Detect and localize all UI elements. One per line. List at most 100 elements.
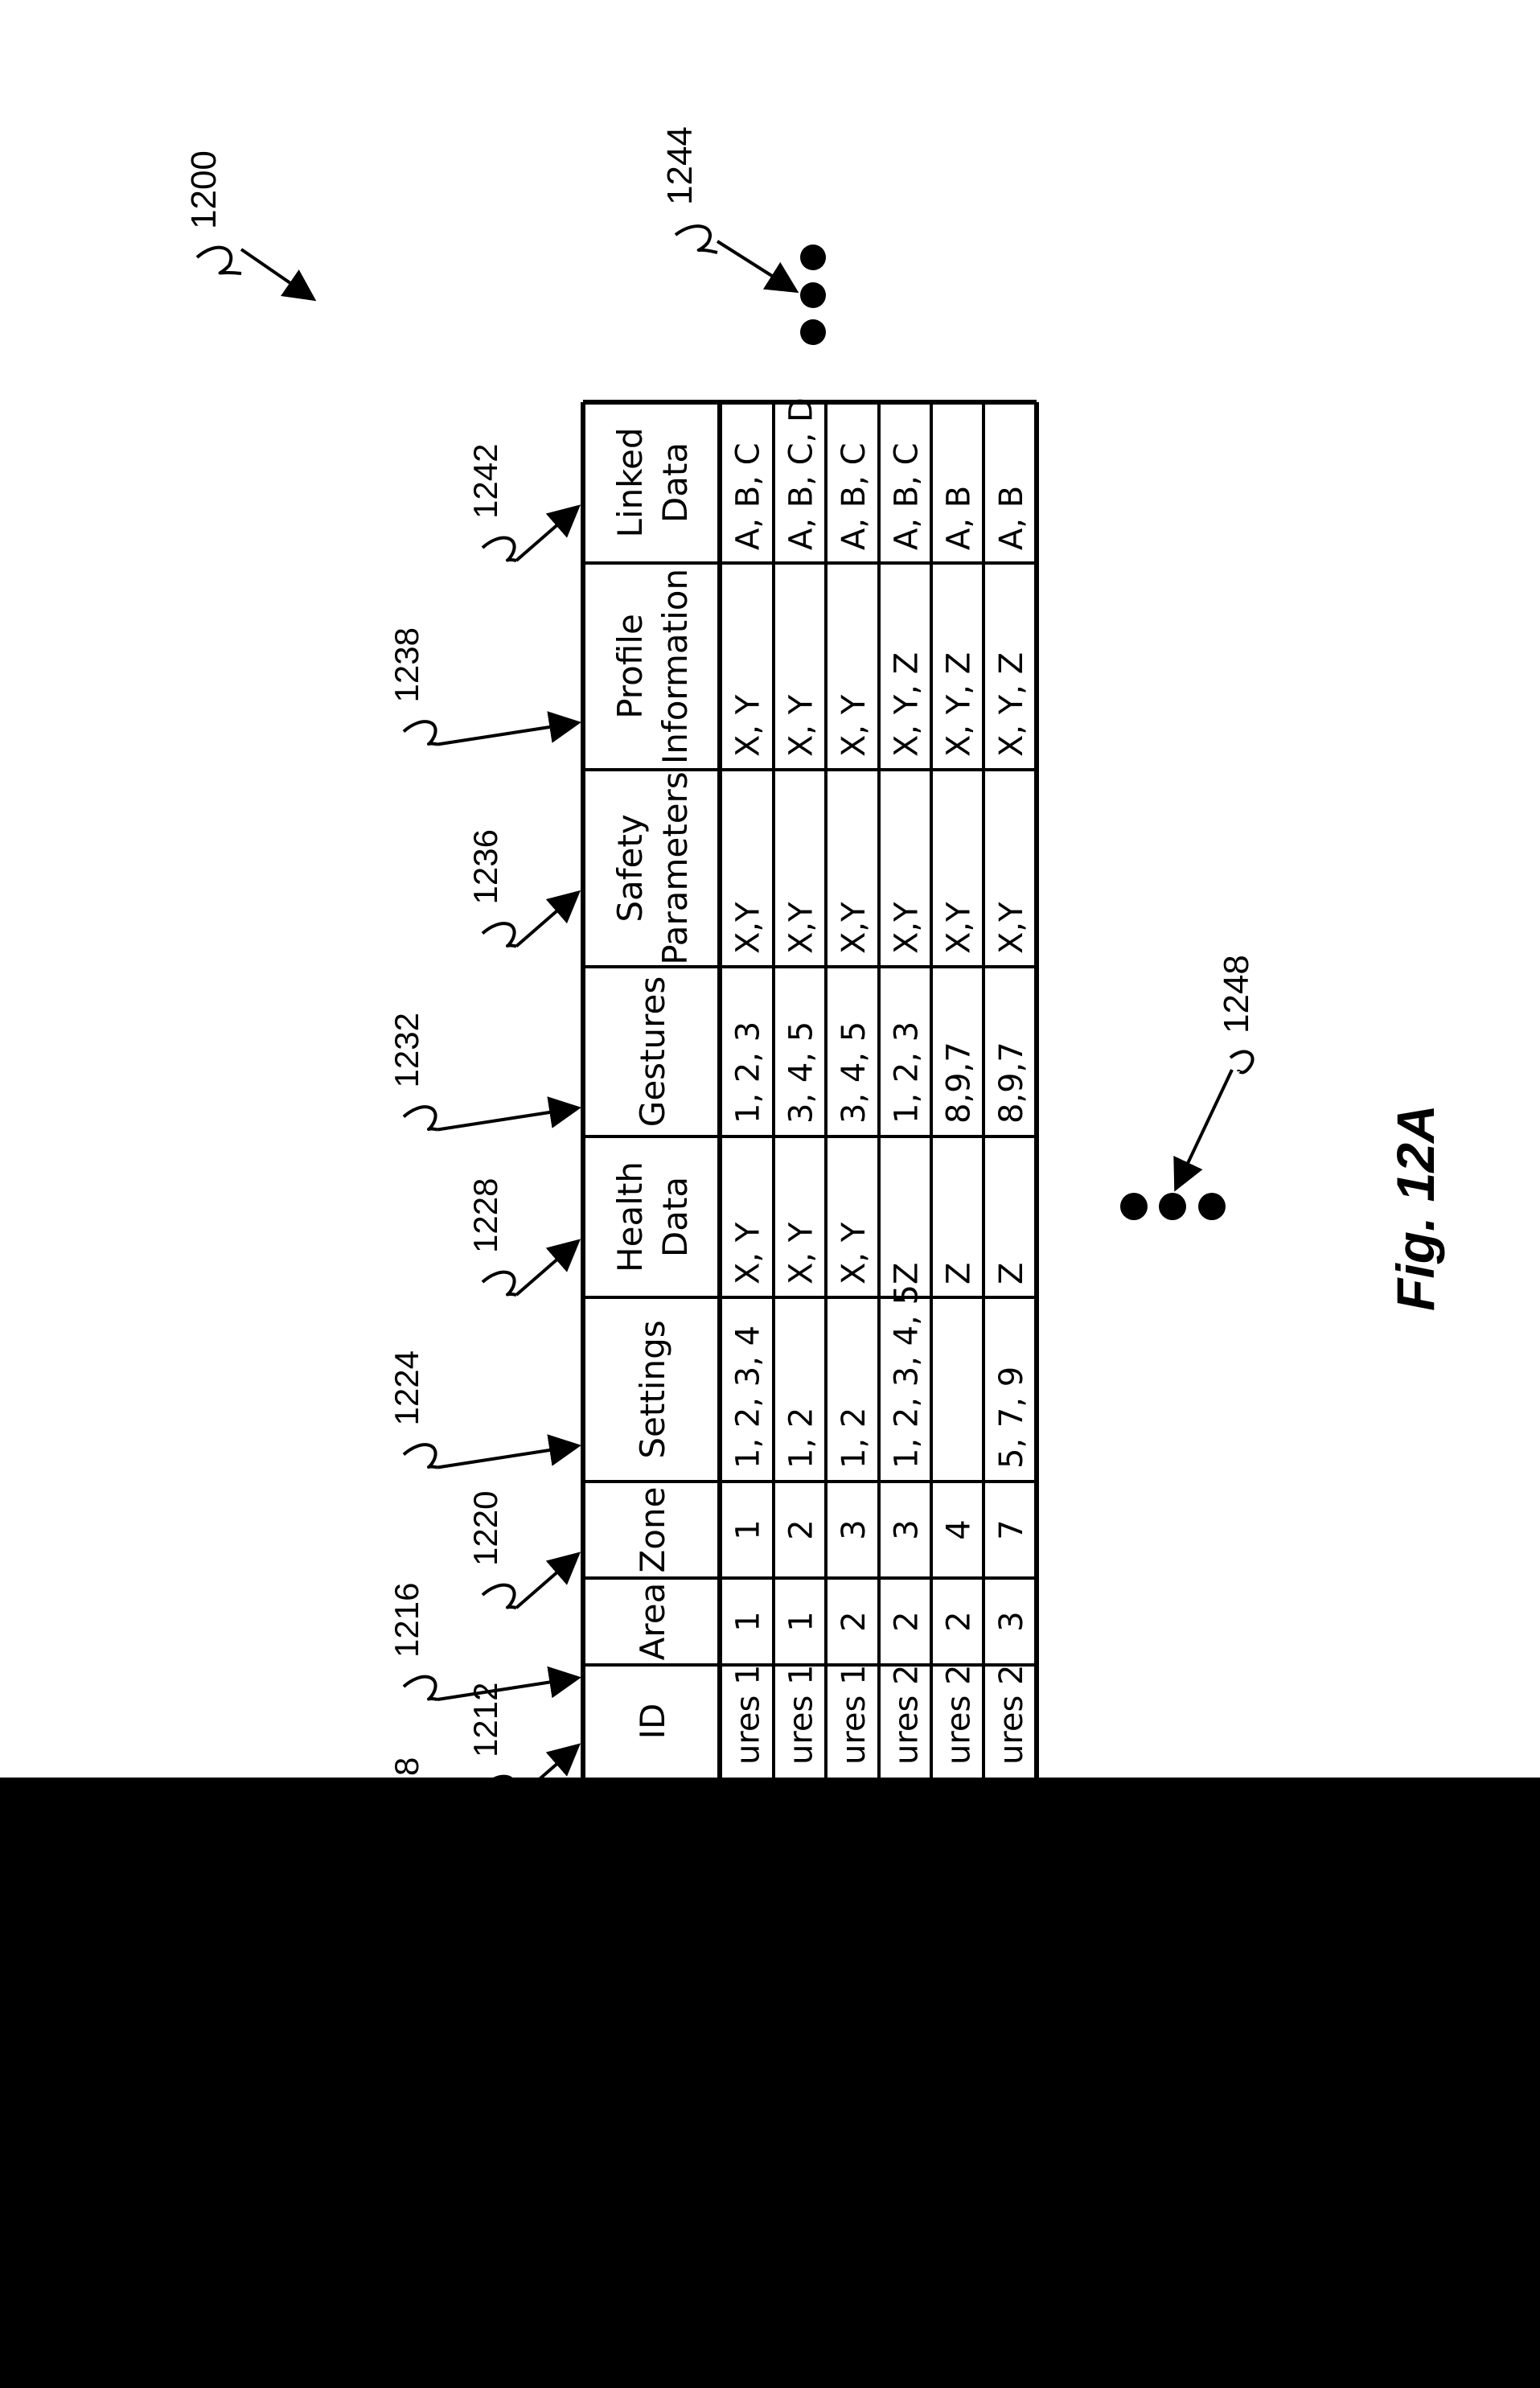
ref-leader <box>481 1583 517 1609</box>
column-header: Information <box>655 569 695 764</box>
table-cell: X,Y <box>941 902 978 954</box>
ref-leader <box>402 720 438 746</box>
column-header: Settings <box>633 1320 672 1458</box>
truncated-ref-label: 8 <box>388 1757 425 1776</box>
ref-leader <box>481 1270 517 1297</box>
table-cell: 1, 2 <box>836 1408 873 1469</box>
column-header: Gestures <box>633 976 672 1127</box>
column-ref-label: 1236 <box>466 829 504 904</box>
ref-arrow <box>437 1666 581 1701</box>
ref-leader <box>481 922 517 948</box>
table-cell: 8,9,7 <box>941 1042 978 1124</box>
table-cell: ures 2 <box>941 1664 978 1765</box>
ref-arrow <box>515 1239 581 1297</box>
figure-ref-leader <box>195 245 242 275</box>
column-ref-label: 1220 <box>466 1491 504 1566</box>
figure-label: Fig. 12A <box>1386 1104 1445 1311</box>
more-columns-leader <box>674 224 718 254</box>
more-rows-indicator: 1248 <box>1120 955 1256 1220</box>
table-cell: A, B <box>993 486 1030 550</box>
ellipsis-dot <box>1159 1193 1186 1220</box>
table-cell: A, B, C <box>889 442 926 550</box>
ref-arrow <box>515 890 581 948</box>
table-cell: 1 <box>730 1519 767 1539</box>
column-ref-label: 1228 <box>466 1178 504 1253</box>
ref-arrow <box>437 1096 581 1132</box>
table-cell: X,Y <box>993 902 1030 954</box>
ellipsis-dot <box>1198 1193 1226 1220</box>
table-cell: 7 <box>993 1519 1030 1539</box>
ref-leader <box>402 1675 438 1701</box>
column-header: Zone <box>633 1487 672 1573</box>
table-cell: 2 <box>836 1611 873 1631</box>
table-cell: 1 <box>783 1611 820 1631</box>
column-header: Profile <box>610 614 650 719</box>
data-table <box>581 400 1039 1778</box>
more-rows-arrow <box>1173 1069 1234 1192</box>
table-cell: A, B, C <box>730 442 767 550</box>
more-columns-ref-label: 1244 <box>660 126 700 205</box>
column-header: ID <box>633 1704 672 1740</box>
table-cell: 2 <box>941 1611 978 1631</box>
table-cell: X, Y, Z <box>889 652 926 757</box>
table-cell: X, Y, Z <box>993 652 1030 757</box>
column-header: Health <box>610 1161 650 1272</box>
table-cell: X, Y <box>836 1222 873 1284</box>
column-ref-label: 1232 <box>388 1013 425 1087</box>
column-header: Safety <box>610 814 650 922</box>
column-ref-label: 1224 <box>388 1350 425 1425</box>
table-cell: Z <box>889 1263 926 1284</box>
table-cell: ures 2 <box>889 1664 926 1765</box>
more-columns-arrow <box>716 240 799 294</box>
table-cell: X, Y <box>730 694 767 757</box>
column-ref-label: 1216 <box>388 1583 425 1658</box>
table-cell: X, Y, Z <box>941 652 978 757</box>
table-cell: X,Y <box>836 902 873 954</box>
ellipsis-dot <box>800 245 826 270</box>
ellipsis-dot <box>1120 1193 1148 1220</box>
table-cell: X, Y <box>730 1222 767 1284</box>
table-cell: Z <box>993 1263 1030 1284</box>
table-cell: A, B <box>941 486 978 550</box>
table-cell: 1, 2, 3, 4, 5 <box>889 1284 926 1469</box>
ref-leader <box>402 1105 438 1132</box>
table-cell: 8,9,7 <box>993 1042 1030 1124</box>
table-cell: 2 <box>783 1519 820 1539</box>
column-header: Data <box>655 1177 695 1257</box>
table-cell: A, B, C <box>836 442 873 550</box>
table-cell: 3 <box>993 1611 1030 1631</box>
ellipsis-dot <box>800 282 826 308</box>
ref-arrow <box>515 504 581 562</box>
table-cell: ures 1 <box>836 1664 873 1765</box>
table-cell: ures 1 <box>730 1664 767 1765</box>
figure-ref-arrow <box>240 248 317 302</box>
table-cell: X,Y <box>889 902 926 954</box>
table-cell: 3, 4, 5 <box>836 1021 873 1124</box>
more-rows-leader <box>1229 1050 1255 1075</box>
table-cell: X, Y <box>836 694 873 757</box>
table-cell: X,Y <box>783 902 820 954</box>
table-cell: X,Y <box>730 902 767 954</box>
ref-arrow <box>437 1434 581 1469</box>
table-cell: 2 <box>889 1611 926 1631</box>
table-cell: 1, 2, 3 <box>889 1021 926 1124</box>
table-cell: 1, 2, 3 <box>730 1021 767 1124</box>
table-cell: 1 <box>730 1611 767 1631</box>
figure-ref-1200: 1200 <box>184 150 317 302</box>
redaction-bar <box>0 1778 1540 2388</box>
column-header: Data <box>655 442 695 523</box>
column-header: Parameters <box>655 771 695 964</box>
table-cell: 1, 2 <box>783 1408 820 1469</box>
column-ref-label: 1242 <box>466 444 504 519</box>
ref-arrow <box>437 711 581 746</box>
table-cell: 3 <box>889 1519 926 1539</box>
table-cell: 5, 7, 9 <box>993 1367 1030 1469</box>
table-cell: Z <box>941 1263 978 1284</box>
table-cell: A, B, C, D <box>783 397 820 550</box>
table-cell: ures 2 <box>993 1664 1030 1765</box>
ref-arrow <box>515 1552 581 1609</box>
column-header: Linked <box>610 427 650 537</box>
